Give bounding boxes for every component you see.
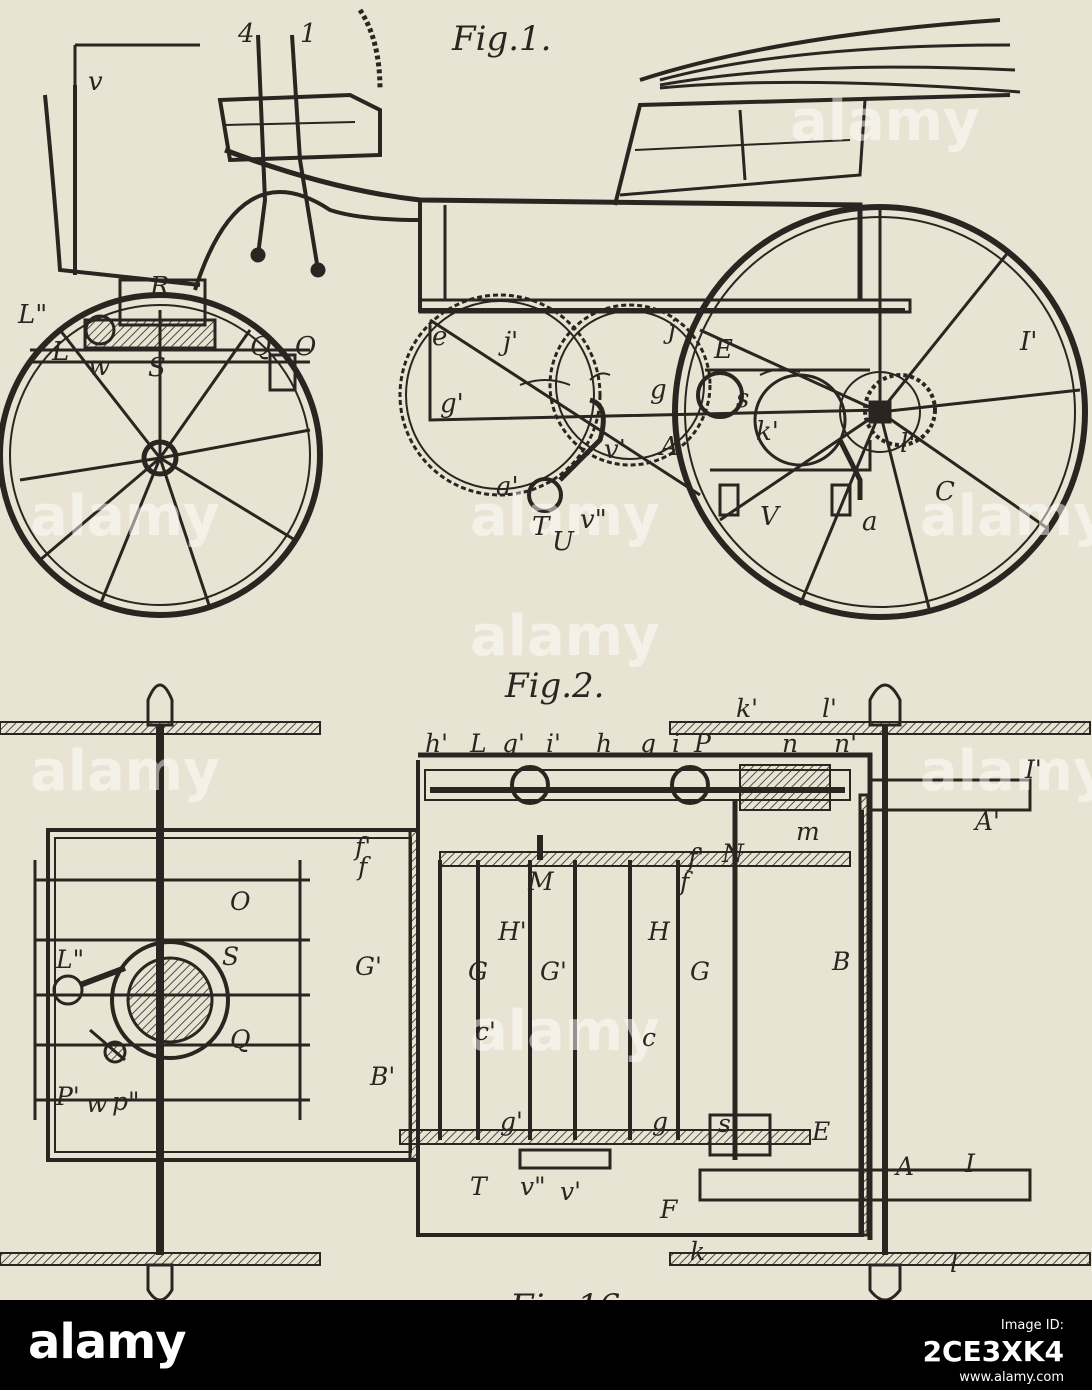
part-label: c' (475, 1017, 496, 1046)
part-label: G (690, 957, 710, 986)
stock-footer: alamy Image ID: 2CE3XK4 www.alamy.com (0, 1300, 1092, 1390)
part-label: M (527, 867, 555, 896)
watermark-text: alamy (790, 89, 980, 154)
part-label: s (718, 1109, 731, 1138)
image-id-code: 2CE3XK4 (923, 1336, 1064, 1368)
part-label: L (469, 729, 487, 758)
watermark-layer: alamy alamy alamy alamy alamy alamy alam… (30, 89, 1092, 1064)
part-label: v' (604, 435, 626, 465)
part-label: p" (112, 1087, 140, 1116)
watermark-text: alamy (30, 484, 220, 549)
patent-drawing: alamy alamy alamy alamy alamy alamy alam… (0, 0, 1092, 1300)
image-id-label: Image ID: (923, 1316, 1064, 1336)
part-label: T (470, 1172, 489, 1201)
part-label: A (894, 1152, 914, 1181)
part-label: w (86, 1089, 107, 1118)
part-label: E (713, 335, 733, 365)
part-label: H' (497, 917, 527, 946)
alamy-logo: alamy (28, 1314, 186, 1370)
part-label: P (693, 729, 712, 758)
part-label: v" (580, 505, 607, 535)
part-label: a (862, 507, 878, 537)
part-label: G' (355, 952, 382, 981)
part-label: B' (369, 1062, 395, 1091)
part-label: B (831, 947, 850, 976)
part-label: h (596, 729, 612, 758)
part-label: S (222, 942, 239, 971)
part-label: F (659, 1195, 679, 1224)
part-label: i' (546, 729, 561, 758)
part-label: l' (822, 694, 837, 723)
part-label: l' (900, 429, 915, 459)
part-label: T (532, 512, 551, 542)
part-label: N (721, 839, 745, 868)
part-label: U (552, 527, 575, 557)
part-label: n (782, 729, 798, 758)
part-label: S (148, 353, 166, 383)
part-label: s (736, 384, 749, 414)
part-label: g (650, 375, 667, 405)
part-label: v" (520, 1172, 546, 1201)
patent-plate: alamy alamy alamy alamy alamy alamy alam… (0, 0, 1092, 1300)
part-label: P' (55, 1082, 80, 1111)
part-label: v' (560, 1177, 581, 1206)
part-label: V (760, 502, 781, 532)
watermark-text: alamy (30, 739, 220, 804)
watermark-text: alamy (470, 604, 660, 669)
part-label: e (432, 322, 447, 352)
part-label: Q (230, 1025, 251, 1054)
part-label: q (640, 729, 656, 758)
part-label: L" (55, 945, 84, 974)
part-label: j' (498, 327, 518, 357)
part-label: g' (440, 389, 464, 419)
part-label: 1 (300, 19, 317, 49)
part-label: I' (1024, 755, 1042, 784)
part-label: n' (834, 729, 857, 758)
part-label: k' (736, 694, 758, 723)
fig1-title: Fig.1. (451, 19, 551, 59)
part-label: G' (540, 957, 567, 986)
part-label: A' (973, 807, 1000, 836)
part-label: L" (17, 300, 47, 330)
part-label: 4 (237, 19, 255, 49)
image-id-block: Image ID: 2CE3XK4 www.alamy.com (923, 1316, 1064, 1388)
part-label: H (647, 917, 671, 946)
part-label: Q (250, 332, 271, 362)
part-label: E (811, 1117, 830, 1146)
part-label: i (672, 729, 680, 758)
part-label: w (88, 352, 110, 382)
fig-bottom-partial-title: Fig.16. (509, 1287, 631, 1300)
part-label: I (964, 1149, 976, 1178)
part-label: L (51, 337, 69, 367)
part-label: a' (496, 472, 519, 502)
watermark-text: alamy (470, 999, 660, 1064)
site-url: www.alamy.com (923, 1368, 1064, 1388)
part-label: k (690, 1237, 705, 1266)
part-label: v (88, 67, 103, 97)
part-label: m (796, 817, 820, 846)
part-label: g (652, 1107, 668, 1136)
fig2-title: Fig.2. (504, 666, 604, 706)
part-label: G (468, 957, 488, 986)
part-label: h' (425, 729, 448, 758)
part-label: I' (1019, 327, 1037, 357)
part-label: O (230, 887, 251, 916)
watermark-text: alamy (920, 739, 1092, 804)
part-label: l (950, 1249, 958, 1278)
part-label: R (149, 272, 170, 302)
part-label: A (658, 432, 679, 462)
part-label: O (295, 332, 316, 362)
part-label: C (935, 477, 955, 507)
part-label: g' (500, 1107, 523, 1136)
part-label: k' (756, 417, 779, 447)
part-label: c (642, 1023, 656, 1052)
part-label: q' (502, 729, 525, 758)
